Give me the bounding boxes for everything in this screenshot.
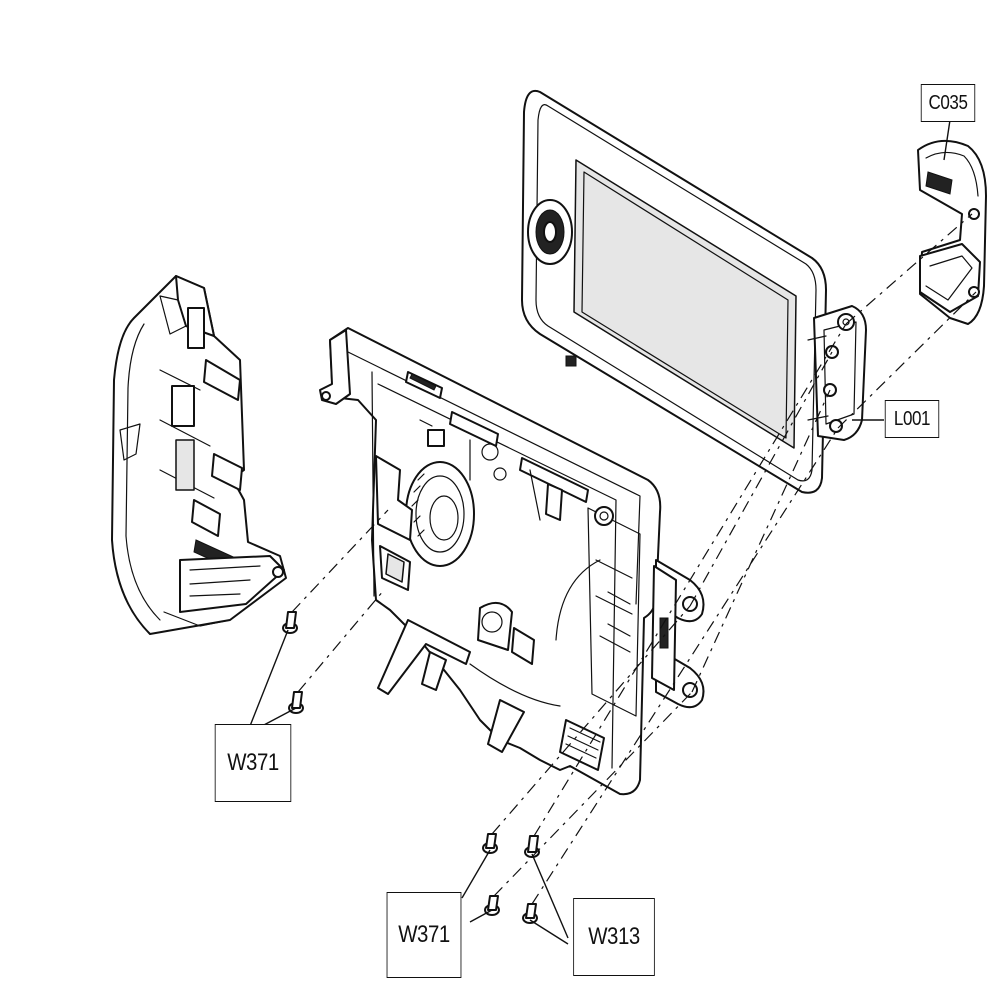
hinge-cover-c035: [917, 139, 987, 325]
assembly-guide-lines: [291, 213, 977, 905]
screw-w313-upper: [524, 835, 540, 858]
leader-lines: [249, 119, 951, 945]
screws: [282, 611, 540, 924]
screw-w371-upper: [282, 611, 298, 634]
left-side-assembly: [111, 275, 287, 635]
label-w371-bottom: W371: [386, 892, 462, 978]
label-w371-left: W371: [214, 724, 292, 802]
lcd-monitor-unit: [521, 90, 867, 494]
screw-w371-bottom-upper: [482, 833, 498, 854]
speaker-assembly: [405, 461, 475, 567]
label-l001: L001: [884, 400, 940, 438]
lcd-control-pad: [527, 199, 573, 265]
label-c035: C035: [920, 84, 976, 122]
screw-w313-lower: [522, 903, 538, 924]
lcd-hinge: [807, 305, 867, 441]
label-w313: W313: [573, 898, 655, 976]
main-frame-assembly: [319, 327, 705, 796]
